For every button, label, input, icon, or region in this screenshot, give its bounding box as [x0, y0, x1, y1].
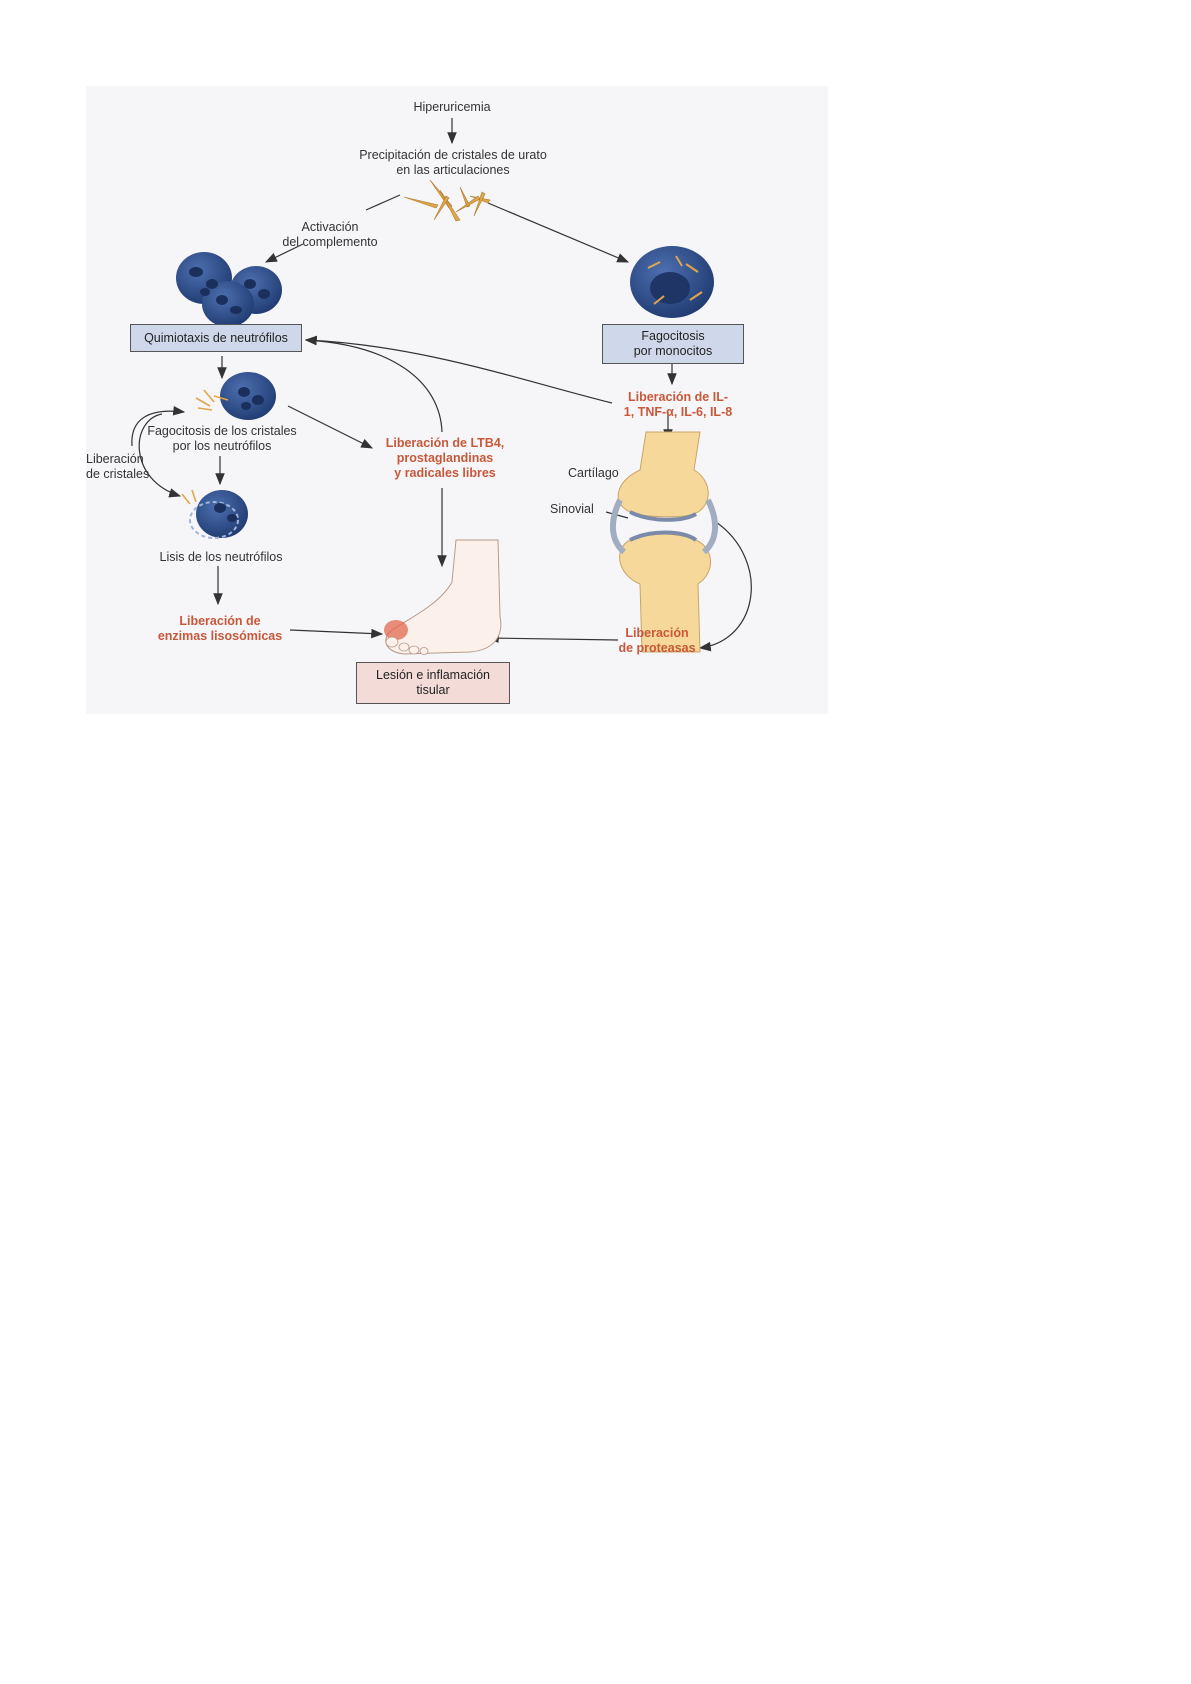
node-liberacion-enzimas: Liberación de enzimas lisosómicas: [157, 614, 283, 643]
neutrophil-cluster-icon: [176, 252, 282, 327]
monocyte-icon: [630, 246, 714, 318]
urate-crystals-icon: [403, 179, 491, 222]
neutrophil-phagocytosis-icon: [195, 372, 276, 420]
node-lesion-inflamacion: Lesión e inflamación tisular: [356, 662, 510, 704]
arrow-joint-to-proteasas: [698, 521, 752, 652]
node-hiperuricemia: Hiperuricemia: [413, 100, 491, 114]
joint-icon: [610, 431, 718, 653]
arrow-proteasas-to-foot: [486, 633, 619, 643]
arrow-ltb4-to-quimiotaxis: [304, 335, 443, 433]
node-activacion-complemento: Activación del complemento: [282, 220, 378, 249]
node-fagocitosis-cristales: Fagocitosis de los cristales por los neu…: [147, 424, 297, 453]
arrow-liberacion-cristales-up: [131, 405, 186, 447]
node-liberacion-proteasas: Liberación de proteasas: [618, 626, 696, 655]
label-cartilago: Cartílago: [568, 466, 619, 480]
node-liberacion-cristales: Liberación de cristales: [86, 452, 150, 481]
node-fagocitosis-monocitos: Fagocitosis por monocitos: [602, 324, 744, 364]
arrow-fagocitosis-to-ltb4: [287, 405, 374, 449]
node-liberacion-il: Liberación de IL- 1, TNF-α, IL-6, IL-8: [623, 390, 733, 419]
neutrophil-lysis-icon: [181, 489, 248, 539]
node-precipitacion: Precipitación de cristales de urato en l…: [359, 148, 547, 177]
flow-arrows: [131, 118, 752, 652]
arrow-enzimas-to-foot: [289, 628, 384, 639]
node-quimiotaxis-neutrofilos: Quimiotaxis de neutrófilos: [130, 324, 302, 352]
node-liberacion-ltb4: Liberación de LTB4, prostaglandinas y ra…: [385, 436, 505, 480]
arrow-liberacion-cristales-loop: [138, 413, 182, 498]
node-lisis-neutrofilos: Lisis de los neutrófilos: [159, 550, 283, 564]
label-sinovial: Sinovial: [550, 502, 594, 516]
arrow-crystals-to-monocito: [487, 202, 630, 263]
arrow-il-to-quimiotaxis: [304, 335, 613, 404]
arrow-activacion-to-neutrofilos: [264, 243, 304, 263]
arrow-crystals-to-activacion: [365, 194, 401, 211]
foot-icon: [384, 539, 502, 655]
